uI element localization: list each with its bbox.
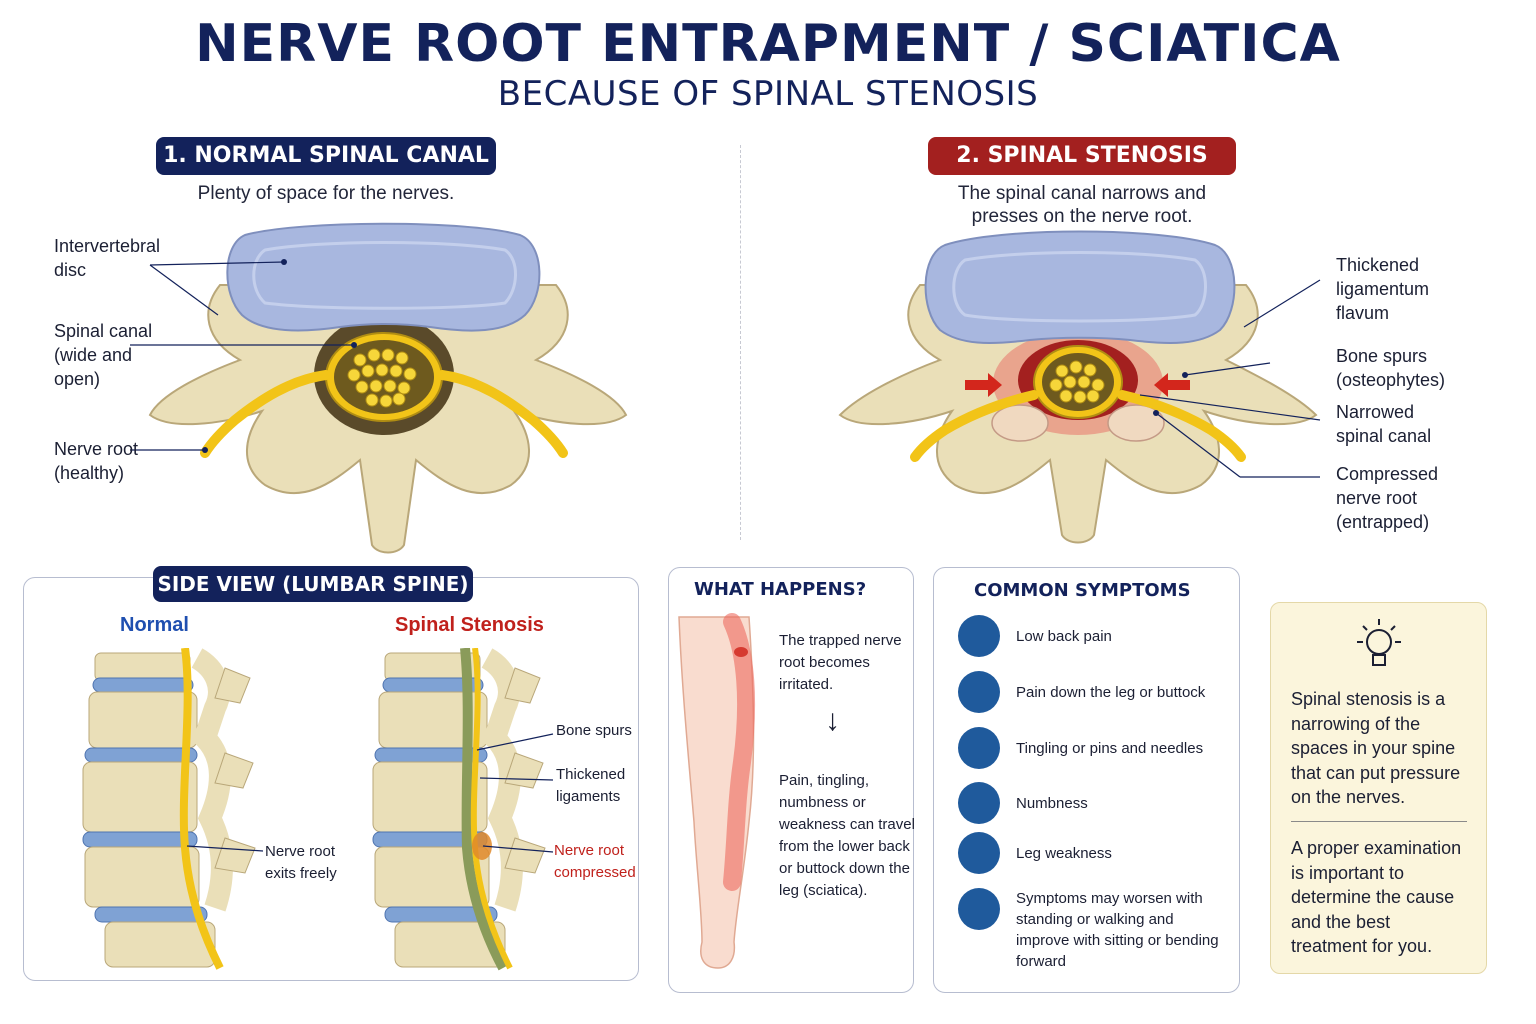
leg-illustration (678, 613, 756, 969)
stenosis-nerve-root-left (910, 390, 1039, 462)
stenosis-nerve-root-right (1117, 390, 1246, 462)
normal-side-spine (82, 648, 264, 970)
page-subtitle: BECAUSE OF SPINAL STENOSIS (497, 74, 1039, 114)
stenosis-vertebra-diagram (838, 230, 1321, 544)
side-view-spine-diagram (82, 648, 554, 971)
walking-icon (958, 888, 1000, 930)
stenosis-disc (924, 230, 1236, 344)
leg-weakness-icon (958, 832, 1000, 874)
symptoms-heading: COMMON SYMPTOMS (974, 580, 1191, 601)
what-happens-heading: WHAT HAPPENS? (694, 579, 867, 600)
normal-nerve-bundles (347, 348, 417, 408)
symptom-item: Numbness (958, 780, 1088, 826)
compression-arrow-right (1154, 373, 1190, 397)
info-divider (1291, 821, 1467, 822)
stenosis-side-spine (372, 648, 554, 971)
lightbulb-icon (1357, 619, 1401, 666)
stenosis-nerve-bundles (1049, 360, 1105, 404)
leg-pain-icon (958, 671, 1000, 713)
tingling-icon (958, 727, 1000, 769)
back-pain-icon (958, 615, 1000, 657)
label-bone-spurs: Bone spurs(osteophytes) (1336, 346, 1446, 390)
section-divider (740, 145, 741, 540)
symptom-item: Leg weakness (958, 830, 1112, 876)
down-arrow-icon: ↓ (825, 704, 840, 737)
side-normal-label: Normal (120, 614, 189, 636)
side-stenosis-label: Spinal Stenosis (395, 614, 544, 636)
side-view-heading: SIDE VIEW (LUMBAR SPINE) (153, 566, 473, 602)
normal-nerve-root-left (200, 370, 331, 458)
label-nerve-root-healthy: Nerve root(healthy) (54, 439, 139, 483)
stenosis-heading: 2. SPINAL STENOSIS (928, 137, 1236, 175)
side-bone-spurs-label: Bone spurs (556, 722, 632, 739)
symptom-item: Low back pain (958, 613, 1112, 659)
normal-description: Plenty of space for the nerves. (197, 183, 455, 204)
page-title: NERVE ROOT ENTRAPMENT / SCIATICA (195, 14, 1341, 74)
compression-arrow-left (965, 373, 1002, 397)
symptom-item: Tingling or pins and needles (958, 725, 1203, 771)
normal-disc (226, 222, 541, 332)
normal-heading: 1. NORMAL SPINAL CANAL (156, 137, 496, 175)
normal-nerve-root-right (437, 370, 568, 458)
foot-icon (958, 782, 1000, 824)
symptom-item: Pain down the leg or buttock (958, 669, 1205, 715)
normal-vertebra-diagram (130, 222, 628, 554)
symptoms-card: COMMON SYMPTOMS Low back pain Pain down … (933, 567, 1240, 993)
